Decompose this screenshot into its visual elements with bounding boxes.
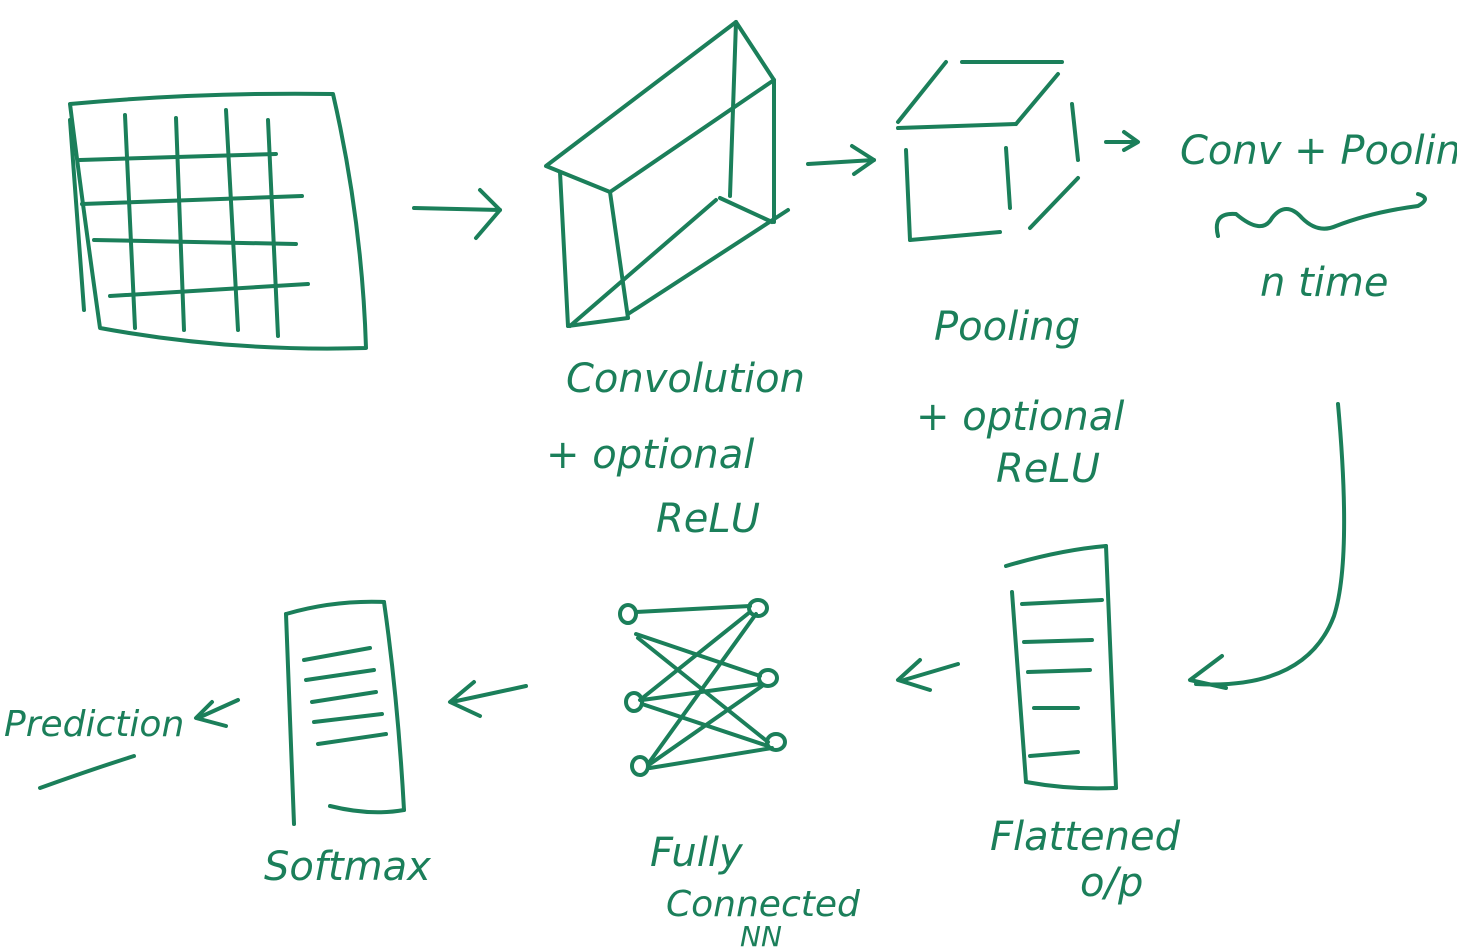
pooling-label-line3: ReLU xyxy=(996,446,1100,492)
input-image-grid xyxy=(68,91,368,351)
arrow-to-conv-pooling xyxy=(1104,130,1140,152)
arrow-to-prediction xyxy=(194,698,240,728)
arrow-to-fully-connected xyxy=(896,658,960,692)
arrow-to-convolution xyxy=(412,188,502,240)
pooling-label-line2: + optional xyxy=(916,394,1124,440)
flattened-output-column xyxy=(1004,544,1118,791)
conv-pooling-label: Conv + Pooling xyxy=(1180,128,1457,174)
arrow-to-softmax xyxy=(448,680,528,718)
softmax-label: Softmax xyxy=(264,844,431,890)
pooling-cube xyxy=(896,60,1080,242)
arrow-to-pooling xyxy=(806,144,876,176)
softmax-column xyxy=(284,599,406,826)
convolution-label-line2: + optional xyxy=(546,432,754,478)
fully-connected-label-line2: Connected xyxy=(666,884,861,925)
flattened-label-line2: o/p xyxy=(1080,860,1143,906)
prediction-underline xyxy=(38,754,136,790)
repeat-squiggle xyxy=(1214,192,1427,238)
convolution-label-line3: ReLU xyxy=(656,496,760,542)
repeat-label: n time xyxy=(1260,260,1388,306)
prediction-label: Prediction xyxy=(4,704,184,745)
fully-connected-network xyxy=(618,598,787,777)
pooling-label-line1: Pooling xyxy=(934,304,1080,350)
fully-connected-label-line3: NN xyxy=(740,920,782,950)
convolution-volume xyxy=(544,20,790,328)
flattened-label-line1: Flattened xyxy=(990,814,1181,860)
convolution-label-line1: Convolution xyxy=(566,356,805,402)
arrow-to-flattened xyxy=(1188,402,1347,690)
fully-connected-label-line1: Fully xyxy=(650,830,744,876)
